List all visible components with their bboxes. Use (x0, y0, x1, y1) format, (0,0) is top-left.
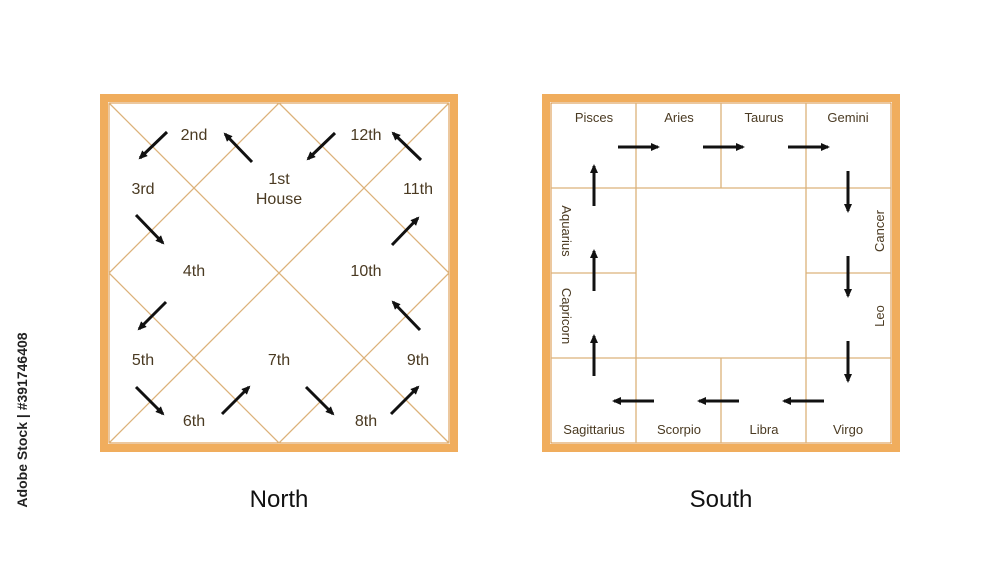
house-label-12th: 12th (350, 127, 381, 144)
sign-label-leo: Leo (872, 305, 887, 327)
sign-label-virgo: Virgo (833, 422, 863, 437)
arrow-icon (304, 385, 335, 416)
arrow-icon (391, 300, 422, 332)
house-label-4th: 4th (183, 263, 205, 280)
house-label-5th: 5th (132, 352, 154, 369)
house-label-3rd: 3rd (131, 181, 154, 198)
house-label-8th: 8th (355, 413, 377, 430)
south-caption: South (690, 486, 753, 513)
house-label-11th: 11th (403, 181, 433, 198)
house-label-7th: 7th (268, 352, 290, 369)
north-chart: 1st House 2nd 12th 3rd 11th 4th 10th 5th… (100, 94, 458, 513)
sign-label-gemini: Gemini (827, 110, 868, 125)
house-label-10th: 10th (350, 263, 381, 280)
arrow-icon (391, 131, 423, 162)
arrow-icon (138, 130, 169, 160)
sign-label-aquarius: Aquarius (559, 205, 574, 257)
sign-label-sagittarius: Sagittarius (563, 422, 625, 437)
sign-label-cancer: Cancer (872, 209, 887, 252)
south-arrows (590, 143, 852, 405)
arrow-icon (306, 131, 337, 161)
house-label-9th: 9th (407, 352, 429, 369)
sign-label-libra: Libra (750, 422, 780, 437)
north-arrows (134, 130, 423, 416)
arrow-icon (134, 213, 165, 245)
arrow-icon (390, 216, 420, 247)
arrow-icon (137, 300, 168, 331)
north-grid-lines (108, 102, 450, 444)
house-label-6th: 6th (183, 413, 205, 430)
north-caption: North (250, 486, 309, 513)
house-label-2nd: 2nd (181, 127, 208, 144)
south-chart: Pisces Aries Taurus Gemini Sagittarius S… (542, 94, 900, 513)
arrow-icon (220, 385, 251, 416)
house-label-1st: 1st (268, 171, 290, 188)
arrow-icon (389, 385, 420, 416)
house-label-house: House (256, 191, 302, 208)
sign-label-taurus: Taurus (744, 110, 784, 125)
stock-id-label: Adobe Stock | #391746408 (14, 332, 30, 507)
arrow-icon (223, 132, 254, 164)
sign-label-aries: Aries (664, 110, 694, 125)
arrow-icon (134, 385, 165, 416)
sign-label-scorpio: Scorpio (657, 422, 701, 437)
sign-label-pisces: Pisces (575, 110, 614, 125)
sign-label-capricorn: Capricorn (559, 288, 574, 344)
